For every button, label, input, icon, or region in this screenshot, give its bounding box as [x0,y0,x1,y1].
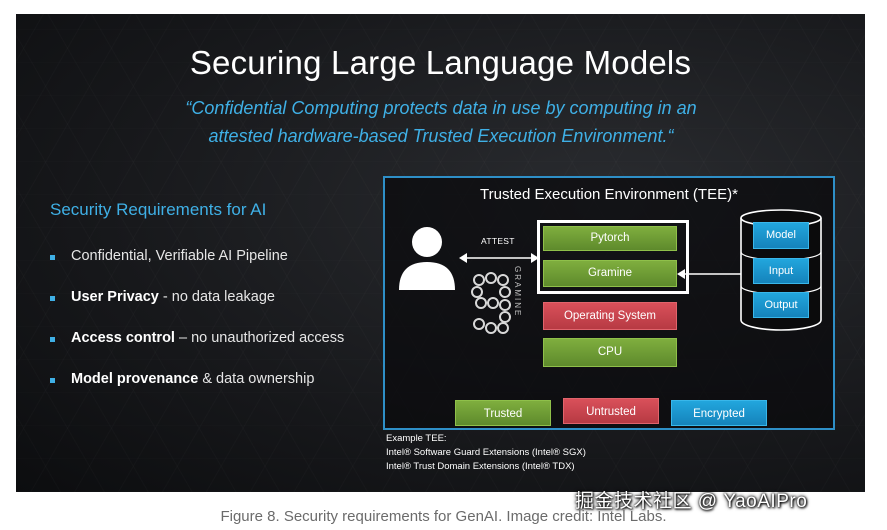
output-storage-item: Output [753,292,809,318]
legend-trusted: Trusted [455,400,551,426]
cpu-layer: CPU [543,338,677,367]
requirement-item: Confidential, Verifiable AI Pipeline [50,248,344,289]
tee-diagram: Trusted Execution Environment (TEE)* ATT… [383,176,835,430]
requirement-item: Model provenance & data ownership [50,371,344,412]
requirement-item: Access control – no unauthorized access [50,330,344,371]
input-storage-item: Input [753,258,809,284]
legend-encrypted: Encrypted [671,400,767,426]
figure-caption: Figure 8. Security requirements for GenA… [220,508,667,525]
quote-text: “Confidential Computing protects data in… [185,98,697,146]
gramine-logo-text: GRAMINE [513,266,522,318]
requirements-heading: Security Requirements for AI [50,200,267,219]
pytorch-layer: Pytorch [543,226,677,251]
gramine-logo-icon [471,272,511,334]
slide-title: Securing Large Language Models [189,44,692,81]
attest-label: ATTEST [481,236,515,246]
example-heading: Example TEE: [386,433,447,444]
watermark: 掘金技术社区 @ YaoAIPro [575,491,808,512]
legend-untrusted: Untrusted [563,398,659,424]
example-line: Intel® Trust Domain Extensions (Intel® T… [386,461,575,472]
slide: Securing Large Language Models “Confiden… [16,14,865,492]
example-tee-note: Example TEE: Intel® Software Guard Exten… [386,432,586,474]
user-icon [399,227,455,290]
requirements-list: Confidential, Verifiable AI Pipeline Use… [50,248,344,412]
enclave-highlight-box [537,220,689,294]
example-line: Intel® Software Guard Extensions (Intel®… [386,447,586,458]
attest-arrow-icon [459,253,539,263]
operating-system-layer: Operating System [543,302,677,330]
tee-title: Trusted Execution Environment (TEE)* [480,186,738,203]
requirement-item: User Privacy - no data leakage [50,289,344,330]
gramine-layer: Gramine [543,260,677,287]
model-storage-item: Model [753,222,809,249]
